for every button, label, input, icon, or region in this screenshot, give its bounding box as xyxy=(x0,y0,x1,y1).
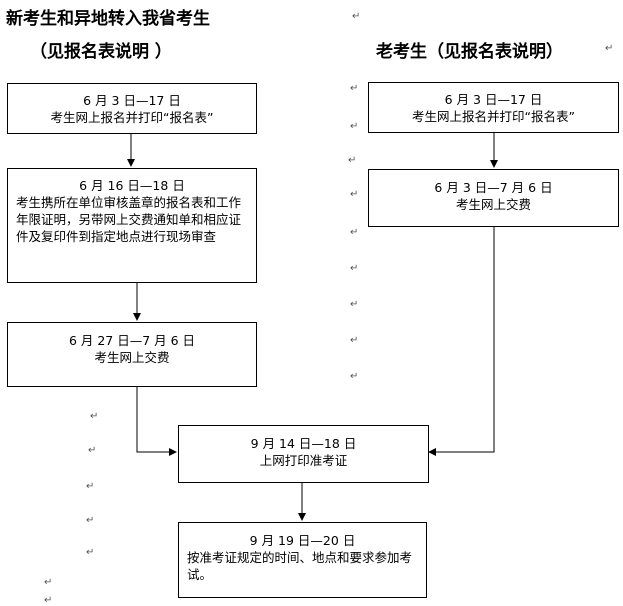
paragraph-mark: ↵ xyxy=(350,121,359,132)
paragraph-mark: ↵ xyxy=(350,335,359,346)
paragraph-mark: ↵ xyxy=(88,445,97,456)
right-payment-date: 6 月 3 日—7 月 6 日 xyxy=(434,180,553,195)
left-register-text: 考生网上报名并打印“报名表” xyxy=(50,110,214,125)
paragraph-mark: ↵ xyxy=(350,227,359,238)
paragraph-mark: ↵ xyxy=(44,595,53,606)
left-onsite-review-date: 6 月 16 日—18 日 xyxy=(79,178,185,193)
old-candidates-title: 老考生（见报名表说明） xyxy=(376,42,563,62)
right-register-date: 6 月 3 日—17 日 xyxy=(444,92,543,107)
paragraph-mark: ↵ xyxy=(44,577,53,588)
paragraph-mark: ↵ xyxy=(90,411,99,422)
print-admission-ticket-text: 上网打印准考证 xyxy=(259,453,348,468)
paragraph-mark: ↵ xyxy=(350,189,359,200)
exam-date: 9 月 19 日—20 日 xyxy=(249,533,356,548)
arrow-left-3-to-print xyxy=(136,387,177,456)
right-payment-box: 6 月 3 日—7 月 6 日 考生网上交费 xyxy=(368,169,619,227)
left-onsite-review-text: 考生携所在单位审核盖章的报名表和工作年限证明，另带网上交费通知单和相应证件及复印… xyxy=(16,195,242,244)
paragraph-mark: ↵ xyxy=(350,263,359,274)
exam-box: 9 月 19 日—20 日 按准考证规定的时间、地点和要求参加考试。 xyxy=(178,522,427,598)
paragraph-mark: ↵ xyxy=(86,547,95,558)
left-payment-box: 6 月 27 日—7 月 6 日 考生网上交费 xyxy=(7,322,257,387)
paragraph-mark: ↵ xyxy=(352,11,361,22)
left-payment-text: 考生网上交费 xyxy=(94,350,170,365)
paragraph-mark: ↵ xyxy=(348,155,357,166)
left-register-date: 6 月 3 日—17 日 xyxy=(83,93,181,108)
right-payment-text: 考生网上交费 xyxy=(455,197,531,212)
left-payment-date: 6 月 27 日—7 月 6 日 xyxy=(68,333,196,348)
right-register-text: 考生网上报名并打印“报名表” xyxy=(412,109,575,124)
print-admission-ticket-date: 9 月 14 日—18 日 xyxy=(250,436,357,451)
new-candidates-subtitle: （见报名表说明 ） xyxy=(30,42,172,62)
new-candidates-title: 新考生和异地转入我省考生 xyxy=(6,9,210,29)
print-admission-ticket-box: 9 月 14 日—18 日 上网打印准考证 xyxy=(178,425,429,483)
paragraph-mark: ↵ xyxy=(350,83,359,94)
left-onsite-review-box: 6 月 16 日—18 日 考生携所在单位审核盖章的报名表和工作年限证明，另带网… xyxy=(7,168,257,283)
paragraph-mark: ↵ xyxy=(86,481,95,492)
exam-text: 按准考证规定的时间、地点和要求参加考试。 xyxy=(187,550,413,582)
paragraph-mark: ↵ xyxy=(86,515,95,526)
paragraph-mark: ↵ xyxy=(350,371,359,382)
paragraph-mark: ↵ xyxy=(605,43,614,54)
arrow-right-2-to-print xyxy=(428,227,495,456)
right-register-box: 6 月 3 日—17 日 考生网上报名并打印“报名表” xyxy=(368,82,619,133)
left-register-box: 6 月 3 日—17 日 考生网上报名并打印“报名表” xyxy=(7,83,257,134)
paragraph-mark: ↵ xyxy=(350,299,359,310)
